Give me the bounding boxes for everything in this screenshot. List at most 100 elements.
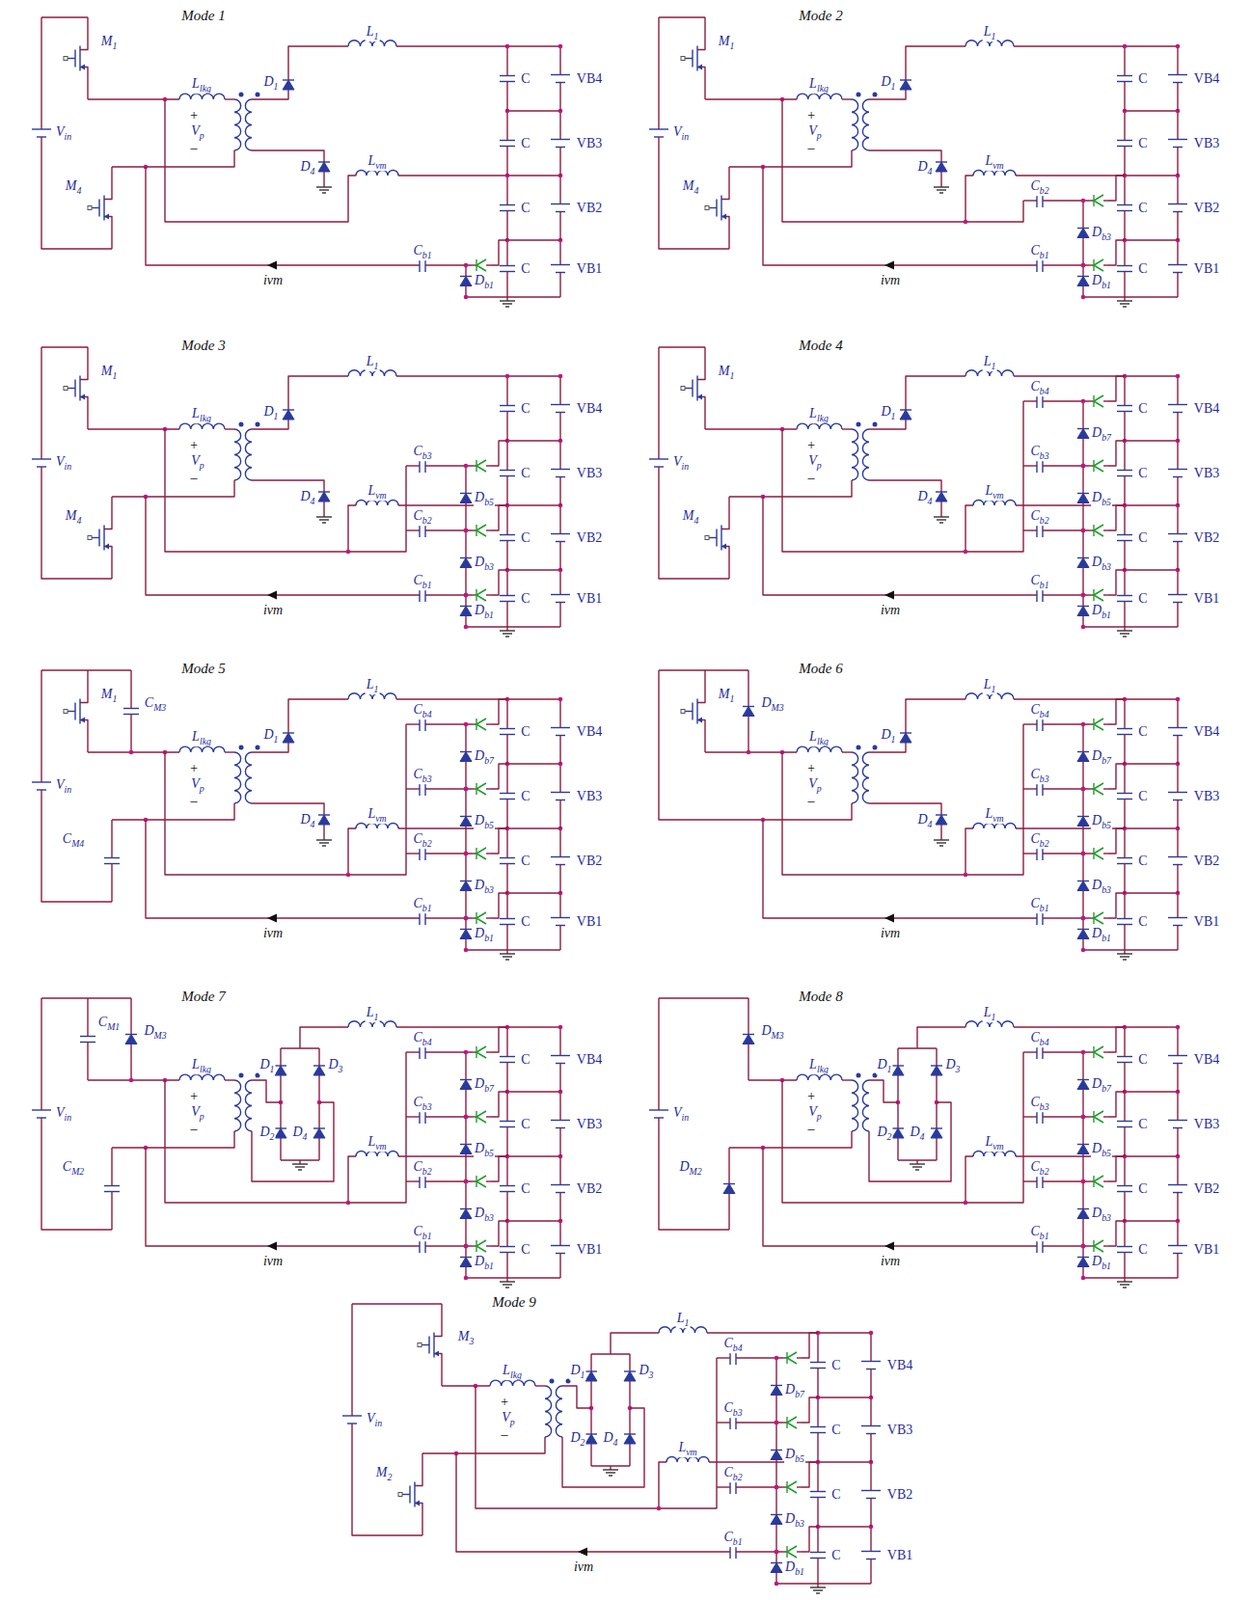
wire <box>842 1079 852 1081</box>
wire <box>1023 1115 1037 1117</box>
junction-dot <box>463 1050 469 1056</box>
wire <box>486 464 491 466</box>
transformer-winding <box>851 99 859 151</box>
wire <box>1124 45 1178 47</box>
mosfet-symbol <box>67 387 76 389</box>
diode-symbol <box>892 1064 904 1066</box>
battery-label: VB4 <box>575 724 603 739</box>
ground-symbol <box>292 1163 308 1165</box>
capacitor-symbol <box>499 728 516 730</box>
ground-symbol <box>295 1166 305 1168</box>
diode-symbol <box>1092 912 1094 925</box>
wire <box>406 1115 420 1117</box>
wire <box>747 1044 749 1082</box>
capacitor-symbol <box>810 1491 826 1493</box>
inductor-label: Llkg <box>808 729 830 747</box>
battery-symbol <box>1168 404 1188 406</box>
capacitor-symbol <box>1116 857 1133 859</box>
wire <box>507 698 561 700</box>
voltage-label: Vp <box>190 123 205 141</box>
diode-label: D3 <box>944 1057 961 1075</box>
wire <box>1082 788 1084 817</box>
wire <box>657 466 659 473</box>
battery-symbol <box>1168 264 1188 266</box>
wire <box>816 1332 818 1363</box>
wire <box>658 1358 717 1509</box>
wire <box>628 1443 630 1449</box>
inductor-label: L1 <box>982 353 998 372</box>
diode-label: D1 <box>262 404 279 422</box>
battery-symbol <box>550 594 571 596</box>
wire <box>279 1138 281 1143</box>
wire <box>817 1396 871 1398</box>
wire <box>657 17 659 124</box>
capacitor-symbol <box>499 534 516 536</box>
ground-symbol <box>1122 305 1127 307</box>
mosfet-gate <box>705 536 709 541</box>
battery-label: VB2 <box>575 200 603 216</box>
battery-symbol <box>550 468 571 470</box>
ground-symbol <box>319 518 329 520</box>
ground-symbol <box>505 305 510 307</box>
wire <box>1082 438 1084 467</box>
wire <box>1176 828 1178 858</box>
wire <box>782 1080 974 1203</box>
diode-symbol <box>930 1127 943 1129</box>
wire <box>506 893 508 920</box>
wire <box>110 1192 112 1231</box>
wire <box>506 440 508 471</box>
wire <box>111 1131 235 1148</box>
stack-cap-label: C <box>1137 591 1148 606</box>
wire <box>1176 893 1178 919</box>
wire <box>507 827 561 829</box>
mosfet-gate <box>63 386 68 391</box>
battery-label: VB3 <box>575 788 603 804</box>
capacitor-symbol <box>729 1480 731 1495</box>
inductor-label: Llkg <box>190 1057 213 1075</box>
ground-symbol <box>605 1471 616 1473</box>
junction-dot <box>463 1179 469 1185</box>
ground-symbol <box>1116 299 1133 301</box>
battery-symbol <box>550 1245 571 1247</box>
ground-symbol <box>939 844 944 846</box>
battery-label: VB1 <box>1193 591 1221 606</box>
stack-cap-label: C <box>519 788 531 804</box>
junction-dot <box>463 463 469 469</box>
ground-symbol <box>319 842 329 844</box>
switch-label: M1 <box>717 686 736 705</box>
wire <box>1176 1027 1178 1057</box>
wire <box>1124 827 1178 829</box>
wire <box>406 464 420 466</box>
wire <box>465 296 561 298</box>
wire <box>1123 411 1125 442</box>
wire <box>1103 1051 1109 1053</box>
diode-symbol <box>460 276 472 287</box>
battery-label: VB4 <box>1193 71 1221 86</box>
wire <box>869 745 906 753</box>
current-label: ivm <box>262 1253 284 1269</box>
battery-label: VB4 <box>1193 401 1221 416</box>
wire <box>782 752 974 875</box>
wire <box>1103 199 1109 201</box>
mosfet-gate <box>680 386 685 391</box>
wire <box>1123 893 1125 920</box>
capacitor-symbol <box>1116 469 1133 471</box>
polarity-sign: – <box>807 470 816 486</box>
wire <box>775 1524 777 1553</box>
junction-dot <box>1081 295 1087 300</box>
ground-symbol <box>813 1589 823 1591</box>
ground-symbol <box>936 518 947 520</box>
diode-symbol <box>1093 259 1104 272</box>
ground-symbol <box>499 1280 516 1282</box>
wire <box>782 429 974 552</box>
diode-label: Db1 <box>1090 272 1113 291</box>
wire <box>506 601 508 628</box>
battery-label: VB1 <box>575 914 603 929</box>
wire <box>506 1091 508 1122</box>
wire <box>164 1080 356 1203</box>
battery-symbol <box>1168 594 1188 596</box>
wire <box>935 1048 937 1061</box>
wire <box>897 1075 898 1081</box>
switch-label: M1 <box>100 363 119 381</box>
